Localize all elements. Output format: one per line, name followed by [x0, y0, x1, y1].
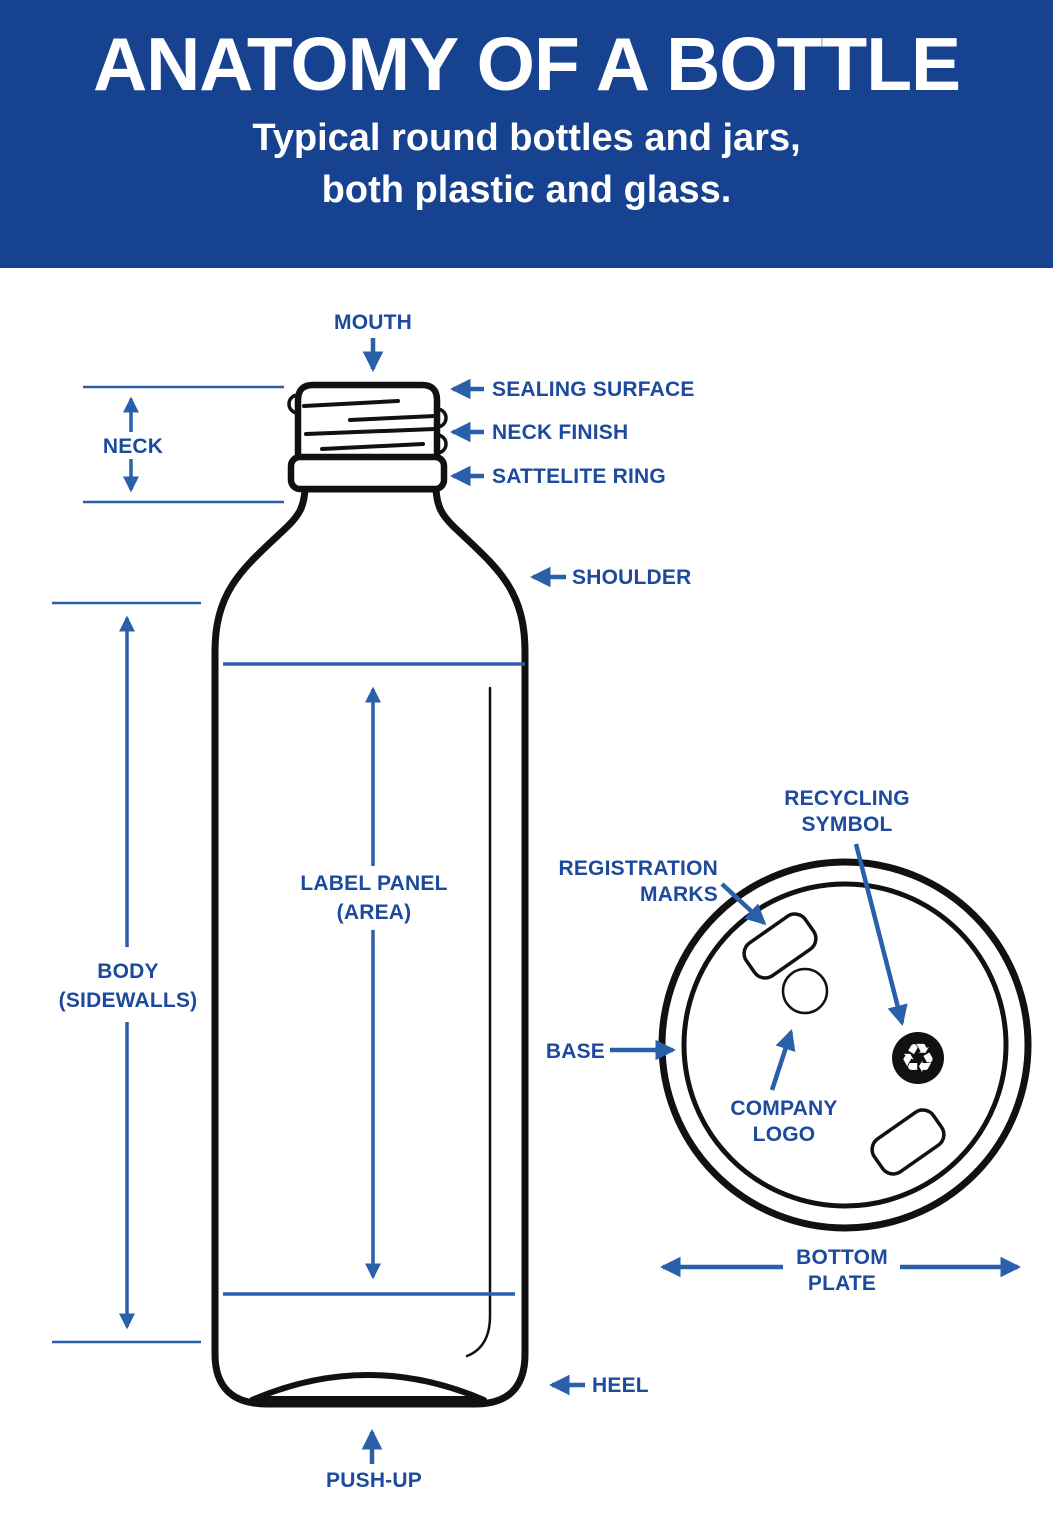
recycling-symbol-line2: SYMBOL — [801, 813, 893, 836]
bottom-view-inner-circle — [681, 881, 1009, 1209]
company-logo-arrow — [769, 1029, 796, 1091]
label-panel-line2: (AREA) — [336, 901, 412, 924]
registration-mark-2 — [870, 1108, 946, 1176]
registration-marks-line1: REGISTRATION — [558, 857, 718, 880]
label-heel: HEEL — [592, 1374, 649, 1397]
label-company-logo: COMPANY LOGO — [730, 1096, 837, 1148]
label-panel-line1: LABEL PANEL — [300, 872, 448, 895]
recycling-icon: ♻ — [900, 1036, 936, 1082]
registration-marks-line2: MARKS — [640, 883, 718, 906]
recycling-symbol-line1: RECYCLING — [784, 787, 910, 810]
label-label-panel: LABEL PANEL (AREA) — [300, 869, 447, 927]
body-line1: BODY — [97, 960, 159, 983]
company-logo-line2: LOGO — [752, 1123, 816, 1146]
glass-highlight-line — [465, 686, 492, 1358]
sattelite-ring-outline — [287, 453, 448, 493]
label-shoulder: SHOULDER — [572, 566, 692, 589]
recycling-symbol-mark: ♻ — [892, 1032, 944, 1084]
label-bottom-plate: BOTTOM PLATE — [796, 1245, 888, 1297]
push-up-arc — [249, 1372, 487, 1403]
label-recycling-symbol: RECYCLING SYMBOL — [784, 786, 909, 838]
thread-lines — [302, 399, 437, 451]
bottom-plate-line2: PLATE — [807, 1272, 877, 1295]
neck-finish-art — [287, 381, 448, 493]
page-subtitle: Typical round bottles and jars, both pla… — [0, 112, 1053, 216]
page-title: ANATOMY OF A BOTTLE — [92, 22, 961, 106]
label-sattelite-ring: SATTELITE RING — [492, 465, 666, 488]
label-base: BASE — [545, 1040, 605, 1063]
label-body-sidewalls: BODY (SIDEWALLS) — [59, 957, 198, 1015]
recycling-symbol-arrow — [853, 843, 908, 1027]
subtitle-line-1: Typical round bottles and jars, — [252, 117, 801, 159]
registration-marks-arrow — [720, 882, 767, 926]
label-registration-marks: REGISTRATION MARKS — [558, 856, 718, 908]
subtitle-line-2: both plastic and glass. — [321, 169, 732, 211]
label-sealing-surface: SEALING SURFACE — [492, 378, 695, 401]
label-neck-finish: NECK FINISH — [492, 421, 629, 444]
bottle-body-outline — [211, 485, 529, 1408]
label-mouth: MOUTH — [334, 311, 412, 334]
label-neck: NECK — [102, 435, 164, 458]
body-line2: (SIDEWALLS) — [58, 989, 198, 1012]
header-banner: ANATOMY OF A BOTTLE Typical round bottle… — [0, 0, 1053, 268]
bottom-plate-line1: BOTTOM — [796, 1246, 888, 1269]
company-logo-mark — [781, 967, 829, 1015]
label-push-up: PUSH-UP — [326, 1469, 422, 1492]
bottle-diagram: ♻ — [52, 338, 1032, 1464]
company-logo-line1: COMPANY — [730, 1097, 838, 1120]
registration-mark-1 — [742, 912, 818, 980]
